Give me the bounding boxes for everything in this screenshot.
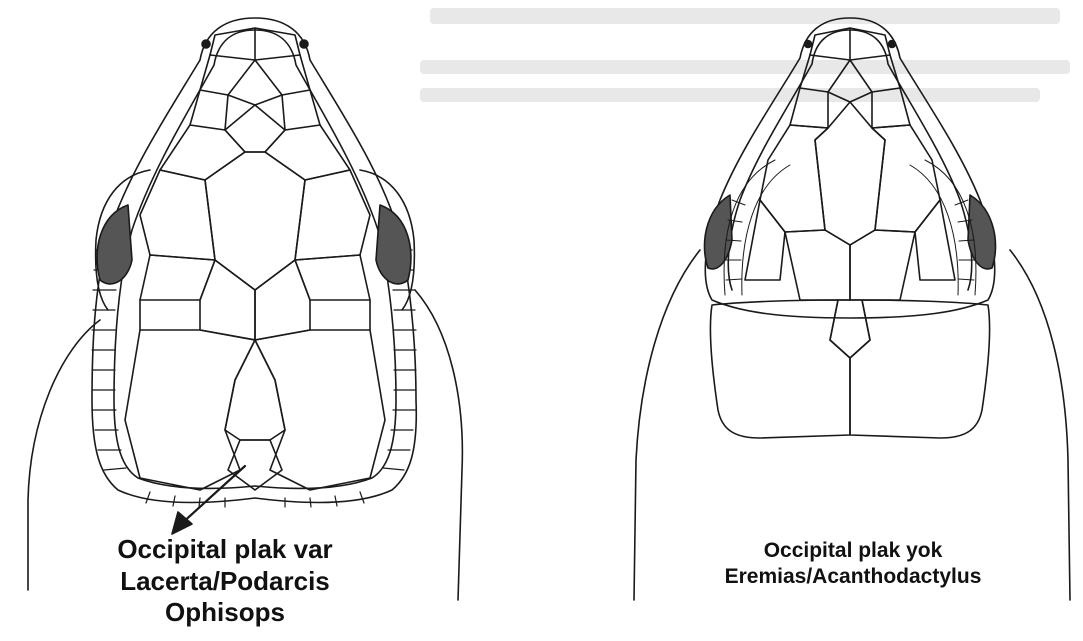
left-head-left-eye (97, 205, 132, 284)
right-caption: Occipital plak yok Eremias/Acanthodactyl… (628, 538, 1078, 589)
right-frontoparietal-scales (785, 230, 915, 300)
left-caption-line1: Occipital plak var (60, 534, 390, 566)
left-frontonasal-scales (160, 105, 350, 180)
left-caption-line2: Lacerta/Podarcis (60, 566, 390, 598)
left-frontal-scale (205, 152, 305, 290)
left-head-left-nostril (202, 40, 210, 48)
right-caption-line1: Occipital plak yok (628, 538, 1078, 564)
right-parietal-scales (710, 300, 989, 438)
left-head (28, 18, 462, 600)
left-caption-line3: Ophisops (60, 597, 390, 629)
left-interparietal-scale (225, 340, 285, 440)
left-head-inner-outline (114, 30, 396, 488)
left-head-right-eye (376, 205, 411, 284)
left-supraocular-scales (140, 170, 370, 300)
left-neck-outline-right (415, 290, 462, 600)
left-occipital-scale (228, 440, 282, 490)
left-caption: Occipital plak var Lacerta/Podarcis Ophi… (60, 534, 390, 629)
right-head-right-nostril (889, 41, 896, 48)
left-head-right-nostril (300, 40, 308, 48)
left-frontoparietal-scales (200, 260, 310, 340)
right-head (634, 18, 1070, 600)
right-frontal-scale (815, 102, 885, 245)
left-head-outline (92, 18, 416, 503)
right-caption-line2: Eremias/Acanthodactylus (628, 564, 1078, 590)
right-head-left-nostril (805, 41, 812, 48)
